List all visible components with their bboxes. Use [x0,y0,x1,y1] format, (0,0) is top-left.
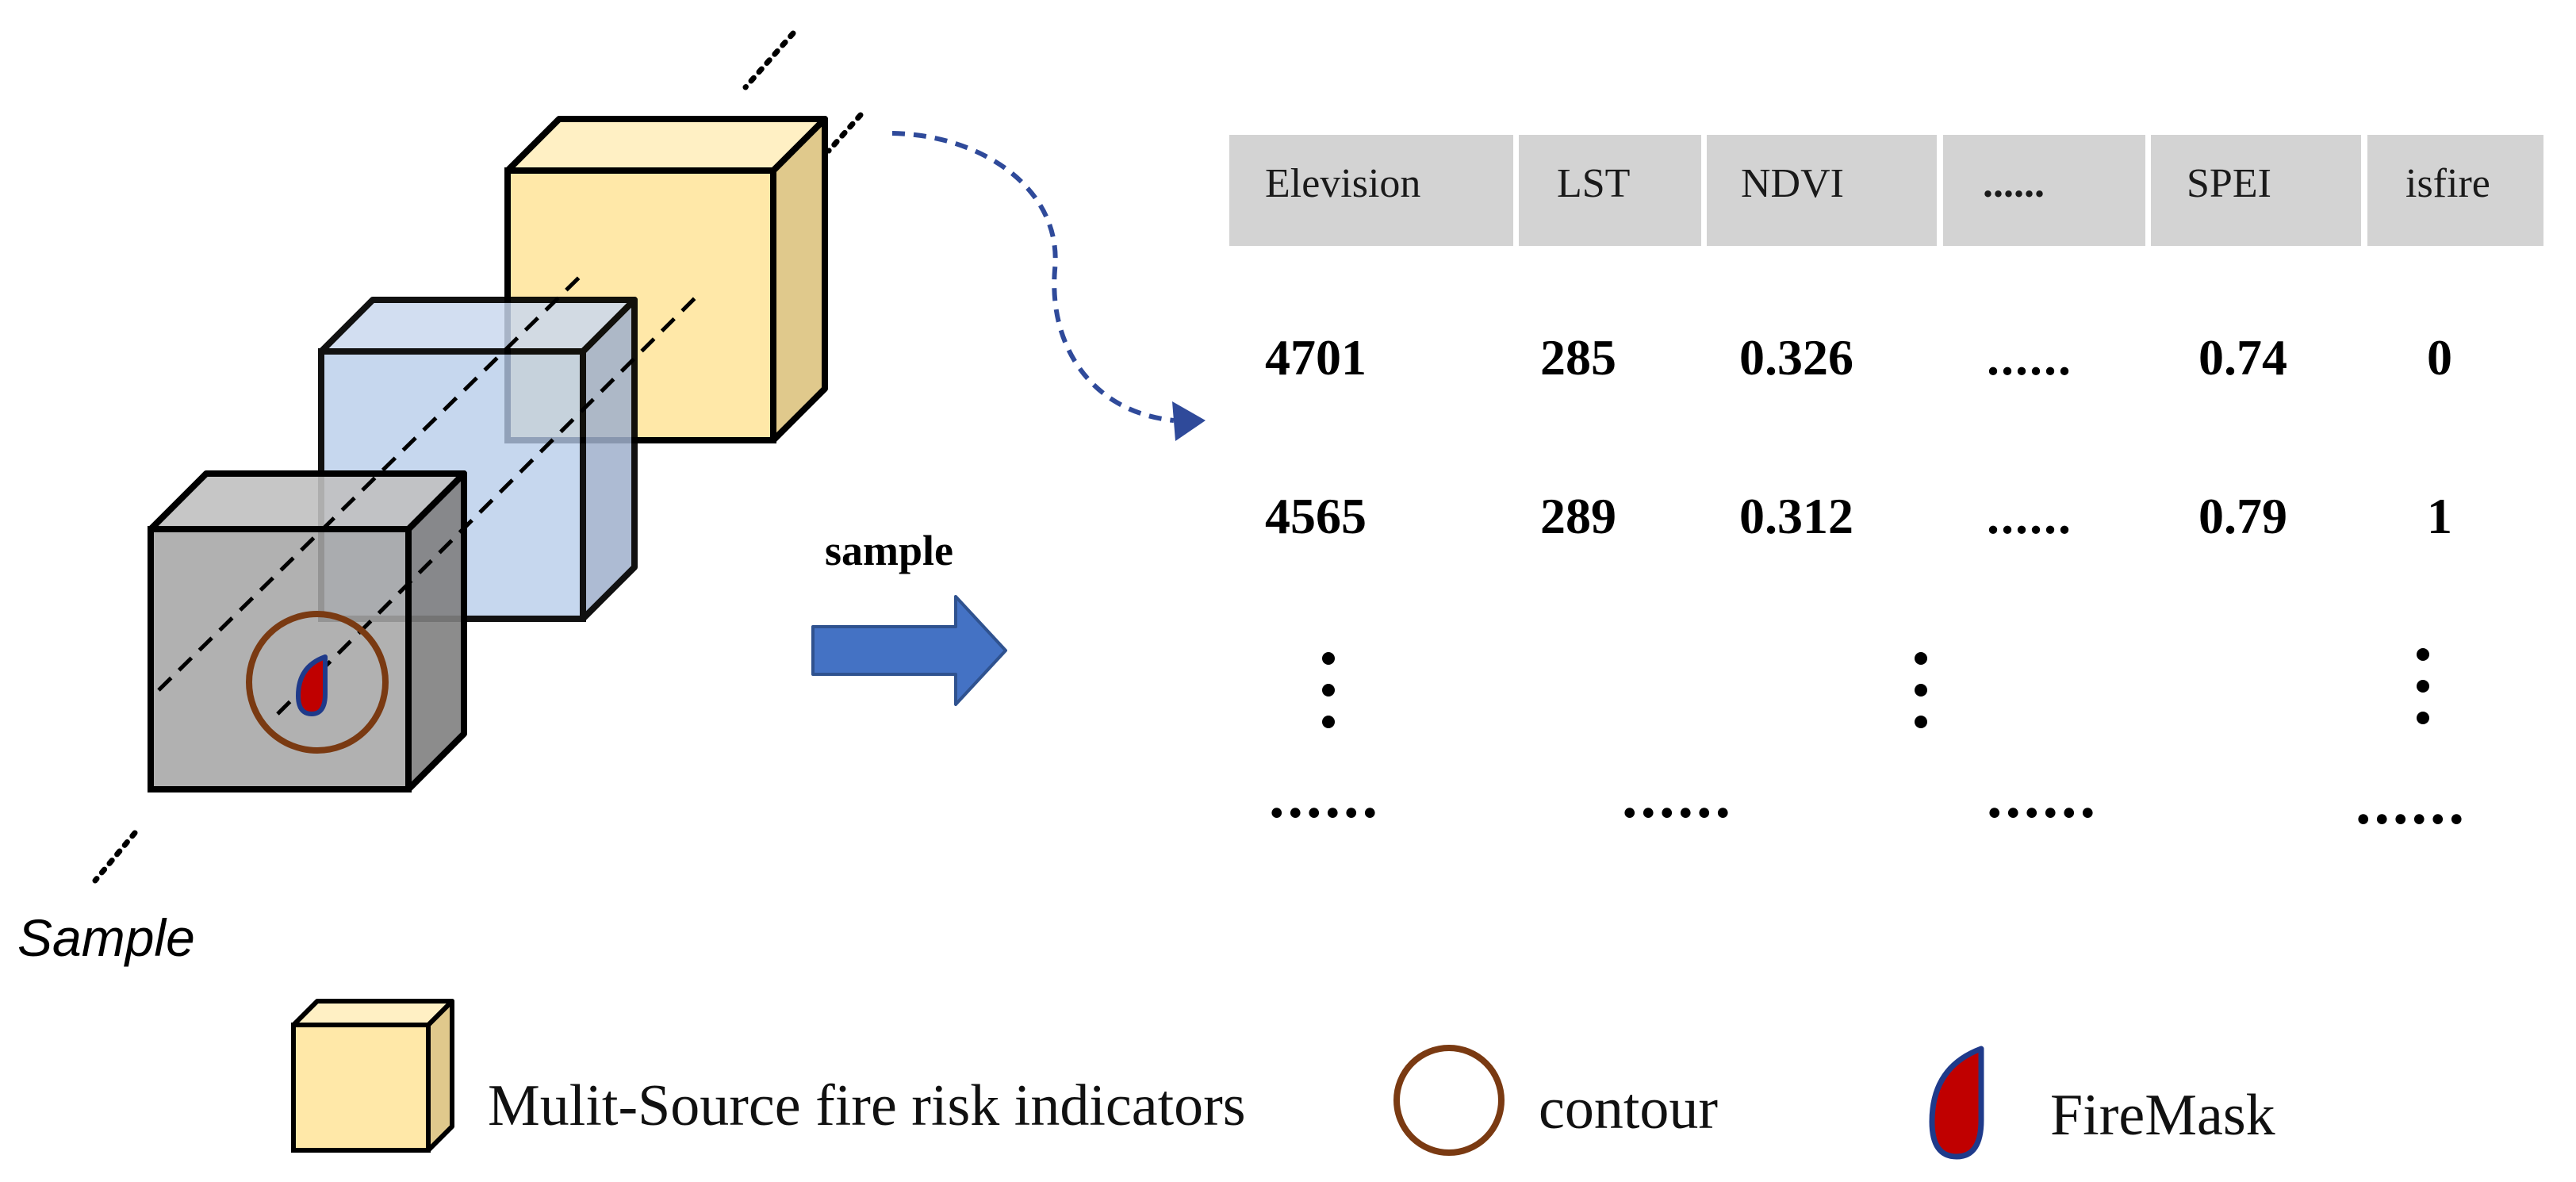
dashed-diagonal-1 [157,272,585,692]
row2-ellipsis: ...... [1987,488,2072,544]
row2-lst: 289 [1540,488,1616,544]
header-spei: SPEI [2187,161,2271,206]
legend-cube-label: Mulit-Source fire risk indicators [488,1073,1246,1138]
curved-dashed-arrow [891,131,1206,441]
vertical-ellipsis-2 [1915,652,1927,728]
header-cell-bg [1707,135,1937,246]
header-cell-bg [1519,135,1701,246]
header-lst: LST [1557,161,1630,206]
data-table: Elevision LST NDVI ...... SPEI isfire 47… [1229,135,2543,837]
bottom-ellipsis-4: ...... [2356,768,2467,837]
legend-contour-label: contour [1539,1076,1718,1142]
header-cell-bg [2367,135,2543,246]
bottom-continuation-dots [92,830,138,884]
header-ellipsis: ...... [1983,161,2045,206]
sample-label: Sample [17,908,195,967]
top-continuation-dots [742,30,796,90]
row2-isfire: 1 [2427,488,2452,544]
header-cell-bg [2151,135,2361,246]
header-cell-bg [1229,135,1513,246]
sample-arrow [811,595,1007,706]
vertical-ellipsis-1 [1322,652,1335,728]
header-ndvi: NDVI [1741,161,1844,206]
row1-lst: 285 [1540,329,1616,386]
row2-spei: 0.79 [2198,488,2287,544]
cube-stack: Sample [17,30,864,967]
contour-circle [246,611,389,754]
legend-firemask-label: FireMask [2050,1083,2275,1148]
legend-cube-icon [291,999,454,1153]
row2-ndvi: 0.312 [1739,488,1853,544]
bottom-ellipsis-3: ...... [1987,762,2099,831]
row1-spei: 0.74 [2198,329,2287,386]
bottom-ellipsis-1: ...... [1269,762,1381,831]
header-isfire: isfire [2405,161,2490,206]
row1-isfire: 0 [2427,329,2452,386]
dashed-diagonal-2 [276,294,700,716]
gray-cube [148,470,467,792]
legend-contour-icon [1393,1045,1505,1156]
sample-arrow-group: sample [811,527,1007,706]
top-continuation-dots-2 [826,112,864,154]
legend-firemask-icon [1929,1046,1984,1160]
row1-ndvi: 0.326 [1739,329,1853,386]
bottom-ellipsis-2: ...... [1622,762,1734,831]
header-elevision: Elevision [1265,161,1420,206]
row2-elevation: 4565 [1265,488,1367,544]
sample-arrow-label: sample [825,527,953,574]
vertical-ellipsis-3 [2417,648,2429,724]
row1-elevation: 4701 [1265,329,1367,386]
legend: Mulit-Source fire risk indicators contou… [291,999,2275,1160]
header-cell-bg [1943,135,2145,246]
row1-ellipsis: ...... [1987,329,2072,386]
firemask-shape [296,654,328,716]
